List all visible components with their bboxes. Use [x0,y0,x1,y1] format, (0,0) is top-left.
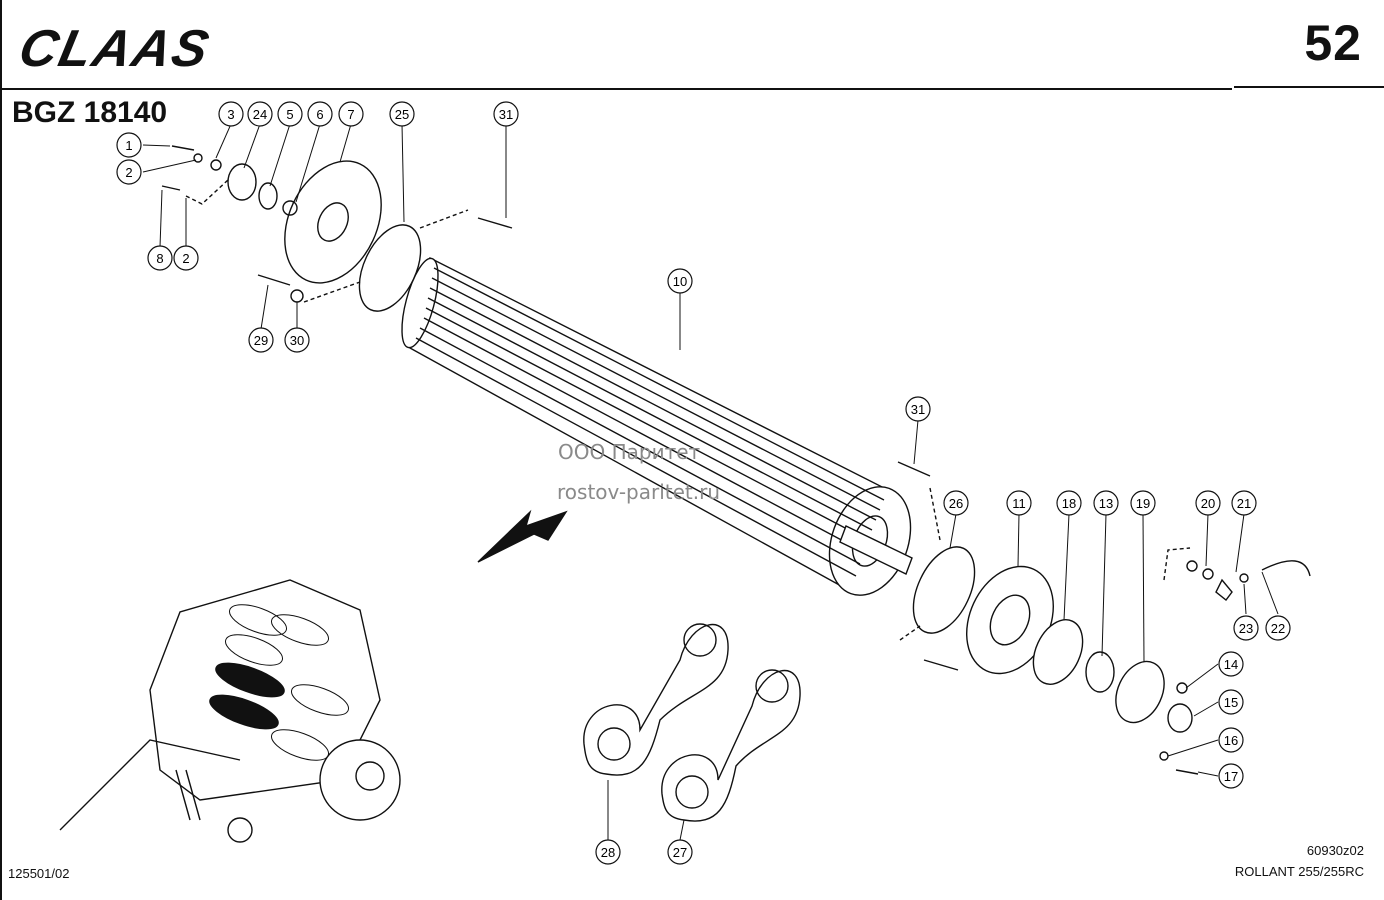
leader-lines [142,123,1279,841]
svg-text:5: 5 [286,107,293,122]
callout-21: 21 [1231,490,1257,516]
svg-text:3: 3 [227,107,234,122]
callout-13: 13 [1093,490,1119,516]
right-end-parts [897,461,1311,775]
svg-text:8: 8 [156,251,163,266]
svg-text:11: 11 [1012,496,1026,511]
drawing-number: 60930z02 [1306,843,1364,858]
callout-1: 1 [116,132,142,158]
model-name: ROLLANT 255/255RC [1234,864,1364,879]
svg-text:26: 26 [949,496,963,511]
callout-11: 11 [1006,490,1032,516]
svg-text:2: 2 [125,165,132,180]
callout-balloons: 1 2 3 24 5 6 7 25 31 8 2 10 29 30 31 26 … [116,101,1291,865]
svg-text:21: 21 [1237,496,1251,511]
left-end-parts [161,145,513,312]
claas-logo: CLAAS [18,22,216,72]
svg-text:23: 23 [1239,621,1253,636]
callout-16: 16 [1218,727,1244,753]
callout-8: 8 [147,245,173,271]
callout-10: 10 [667,268,693,294]
callout-18: 18 [1056,490,1082,516]
left-border [0,0,2,900]
page-number: 52 [1304,15,1362,71]
callout-26: 26 [943,490,969,516]
callout-27: 27 [667,839,693,865]
svg-text:22: 22 [1271,621,1285,636]
svg-text:17: 17 [1224,769,1238,784]
callout-15: 15 [1218,689,1244,715]
svg-text:10: 10 [673,274,687,289]
svg-text:18: 18 [1062,496,1076,511]
svg-text:14: 14 [1224,657,1238,672]
roller-drum [401,256,913,596]
callout-3: 3 [218,101,244,127]
callout-23: 23 [1233,615,1259,641]
baler-overview-illustration [59,579,401,843]
svg-text:1: 1 [125,138,132,153]
callout-28: 28 [595,839,621,865]
callout-25: 25 [389,101,415,127]
callout-31a: 31 [493,101,519,127]
gaskets [583,623,801,822]
svg-text:6: 6 [316,107,323,122]
callout-5: 5 [277,101,303,127]
svg-text:13: 13 [1099,496,1113,511]
svg-text:27: 27 [673,845,687,860]
callout-20: 20 [1195,490,1221,516]
callout-24: 24 [247,101,273,127]
callout-30: 30 [284,327,310,353]
svg-text:19: 19 [1136,496,1150,511]
claas-logo-text: CLAAS [18,22,216,72]
svg-text:20: 20 [1201,496,1215,511]
watermark-company: ООО Паритет [558,440,701,464]
svg-text:15: 15 [1224,695,1238,710]
callout-22: 22 [1265,615,1291,641]
header-rule [0,88,1232,90]
callout-31b: 31 [905,396,931,422]
svg-text:7: 7 [347,107,354,122]
page-number-rule [1234,86,1384,88]
direction-arrow [477,509,568,563]
svg-text:30: 30 [290,333,304,348]
watermark-site: rostov-paritet.ru [557,480,721,504]
svg-text:31: 31 [499,107,513,122]
callout-6: 6 [307,101,333,127]
callout-7: 7 [338,101,364,127]
svg-text:25: 25 [395,107,409,122]
callout-19: 19 [1130,490,1156,516]
callout-17: 17 [1218,763,1244,789]
svg-text:2: 2 [182,251,189,266]
svg-text:16: 16 [1224,733,1238,748]
callout-14: 14 [1218,651,1244,677]
svg-text:29: 29 [254,333,268,348]
callout-2a: 2 [116,159,142,185]
callout-2b: 2 [173,245,199,271]
svg-text:28: 28 [601,845,615,860]
callout-29: 29 [248,327,274,353]
group-code: BGZ 18140 [12,96,168,129]
svg-text:31: 31 [911,402,925,417]
document-number: 125501/02 [8,866,70,881]
svg-text:24: 24 [253,107,267,122]
